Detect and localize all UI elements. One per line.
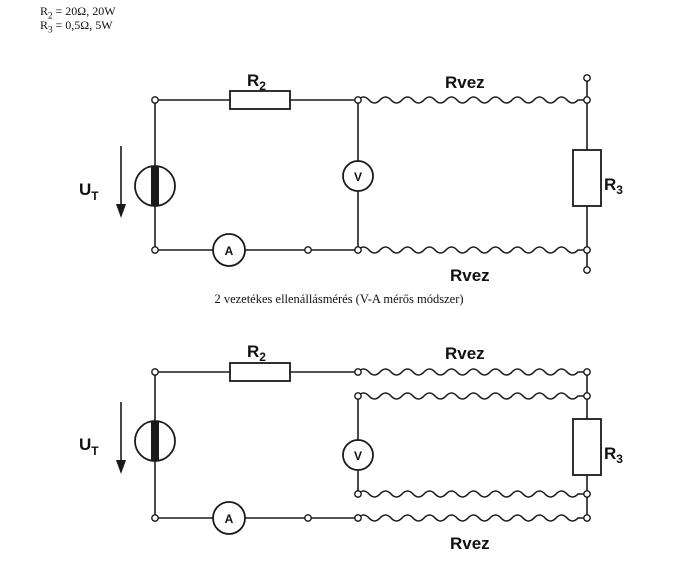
- sense-wire-top: [357, 392, 587, 400]
- label-rvez-bottom: Rvez: [450, 266, 490, 285]
- terminal-node: [304, 514, 312, 522]
- terminal-node: [354, 246, 362, 254]
- spec-r2-name: R: [40, 4, 49, 18]
- rvez-wire-top: [357, 368, 587, 376]
- voltmeter-icon: [342, 439, 374, 471]
- voltmeter-label: V: [354, 449, 362, 463]
- spec-r2-value: = 20Ω, 20W: [52, 4, 116, 18]
- label-rvez-top: Rvez: [445, 344, 485, 363]
- terminal-node: [354, 490, 362, 498]
- rvez-wire-top: [357, 96, 587, 104]
- label-ut: UT: [79, 180, 99, 203]
- terminal-node: [583, 368, 591, 376]
- terminal-node: [151, 246, 159, 254]
- terminal-node: [583, 514, 591, 522]
- terminal-node: [354, 392, 362, 400]
- terminal-node: [583, 490, 591, 498]
- ammeter-label: A: [225, 244, 234, 258]
- ammeter-label: A: [225, 512, 234, 526]
- terminal-node: [304, 246, 312, 254]
- rvez-wire-bottom: [357, 514, 587, 522]
- spec-r3: R3 = 0,5Ω, 5W: [40, 18, 113, 34]
- ut-arrow-icon: [116, 146, 126, 218]
- ammeter-icon: [212, 233, 246, 267]
- ammeter-icon: [212, 501, 246, 535]
- terminal-node: [583, 392, 591, 400]
- label-r3: R3: [604, 444, 623, 466]
- voltmeter-icon: [342, 160, 374, 192]
- terminal-node: [583, 266, 591, 274]
- sense-wire-bottom: [357, 490, 587, 498]
- label-rvez-top: Rvez: [445, 73, 485, 92]
- terminal-node: [151, 96, 159, 104]
- terminal-node: [354, 96, 362, 104]
- terminal-node: [354, 514, 362, 522]
- terminal-node: [354, 368, 362, 376]
- label-rvez-bottom: Rvez: [450, 534, 490, 553]
- figure-caption: 2 vezetékes ellenállásmérés (V-A mérős m…: [214, 292, 464, 306]
- voltage-source-ut: [134, 420, 176, 462]
- spec-r3-name: R: [40, 18, 49, 32]
- rvez-wire-bottom: [357, 246, 587, 254]
- label-r2: R2: [247, 342, 266, 364]
- terminal-node: [583, 96, 591, 104]
- voltage-source-ut: [134, 165, 176, 207]
- resistor-r3: [572, 418, 602, 476]
- label-ut: UT: [79, 435, 99, 458]
- ut-arrow-icon: [116, 402, 126, 474]
- label-r2: R2: [247, 71, 266, 93]
- spec-r2-sub: 2: [48, 10, 53, 21]
- label-r3: R3: [604, 175, 623, 197]
- circuit-four-wire: V A R2 R3 UT Rvez Rvez: [79, 342, 623, 553]
- circuit-two-wire: V A R2 R3 UT Rvez Rvez: [79, 71, 623, 285]
- terminal-node: [151, 514, 159, 522]
- terminal-node: [583, 246, 591, 254]
- resistor-r3: [572, 149, 602, 207]
- terminal-node: [151, 368, 159, 376]
- terminal-node: [583, 74, 591, 82]
- voltmeter-label: V: [354, 170, 362, 184]
- resistor-r2: [229, 90, 291, 110]
- spec-r3-value: = 0,5Ω, 5W: [52, 18, 113, 32]
- resistor-r2: [229, 362, 291, 382]
- spec-r3-sub: 3: [48, 24, 53, 35]
- spec-r2: R2 = 20Ω, 20W: [40, 4, 116, 20]
